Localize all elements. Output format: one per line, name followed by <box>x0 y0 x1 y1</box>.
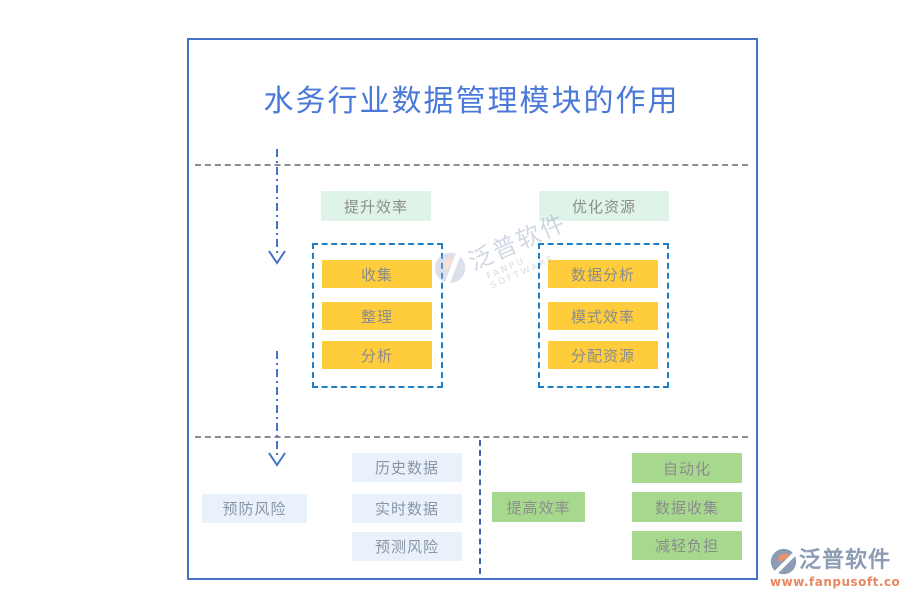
item-historical-data: 历史数据 <box>352 453 462 482</box>
item-data-collection: 数据收集 <box>632 492 742 522</box>
item-realtime-data: 实时数据 <box>352 494 462 523</box>
diagram-frame <box>187 38 758 580</box>
header-prevent-risk: 预防风险 <box>202 494 307 523</box>
item-allocate-resources: 分配资源 <box>548 341 658 369</box>
footer-logo-brand: 泛普软件 <box>799 548 892 574</box>
fanpu-logo-icon <box>770 548 797 575</box>
arrow-down-icon <box>268 351 286 467</box>
header-improve-efficiency: 提升效率 <box>321 191 431 221</box>
item-collect: 收集 <box>322 260 432 288</box>
group-box-optimize <box>538 243 669 388</box>
item-organize: 整理 <box>322 302 432 330</box>
item-analyze: 分析 <box>322 341 432 369</box>
item-data-analysis: 数据分析 <box>548 260 658 288</box>
arrow-down-icon <box>268 149 286 265</box>
top-divider-dashed-line <box>195 164 748 166</box>
footer-logo-url: www.fanpusoft.com <box>770 575 900 589</box>
bottom-divider-dashed-line <box>195 436 748 438</box>
group-box-collect <box>312 243 443 388</box>
footer-logo: 泛普软件 www.fanpusoft.com <box>770 548 900 589</box>
page-title: 水务行业数据管理模块的作用 <box>263 84 680 119</box>
header-raise-efficiency: 提高效率 <box>492 492 585 522</box>
item-automation: 自动化 <box>632 453 742 483</box>
item-reduce-burden: 减轻负担 <box>632 531 742 560</box>
item-predict-risk: 预测风险 <box>352 532 462 561</box>
header-optimize-resources: 优化资源 <box>539 191 669 221</box>
item-pattern-efficiency: 模式效率 <box>548 302 658 330</box>
bottom-section-separator <box>479 440 481 574</box>
